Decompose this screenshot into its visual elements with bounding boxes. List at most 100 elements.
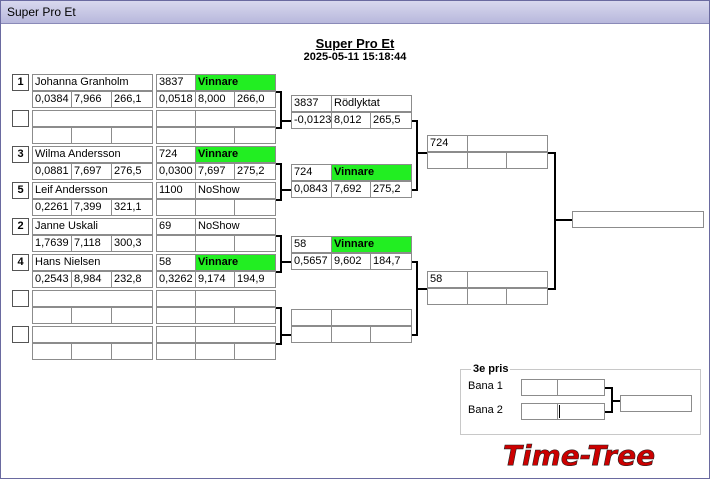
speed-2 — [234, 199, 276, 216]
bracket-connector — [276, 127, 282, 129]
entry-number[interactable] — [156, 110, 196, 127]
driver-name[interactable]: Leif Andersson — [32, 182, 153, 199]
speed: 276,5 — [111, 163, 153, 180]
lane-2-field-b[interactable] — [557, 403, 605, 420]
race-datetime: 2025-05-11 15:18:44 — [303, 51, 407, 63]
prize-connector — [605, 411, 612, 413]
seed-number[interactable] — [12, 110, 29, 127]
entry-number[interactable]: 1100 — [156, 182, 196, 199]
heat-result: NoShow — [195, 218, 276, 235]
elapsed-time: 8,984 — [71, 271, 112, 288]
bracket-connector — [417, 288, 427, 290]
entry-number[interactable]: 3837 — [291, 95, 332, 112]
reaction-time: 1,7639 — [32, 235, 72, 252]
reaction-time — [427, 152, 468, 169]
seed-number[interactable]: 1 — [12, 74, 29, 91]
heat-result: Vinnare — [195, 146, 276, 163]
logo-wordmark: Time-Tree — [503, 439, 655, 472]
prize-connector — [612, 400, 620, 402]
reaction-time-2: 0,0300 — [156, 163, 196, 180]
elapsed-time — [467, 152, 507, 169]
speed-2 — [234, 307, 276, 324]
reaction-time — [32, 127, 72, 144]
driver-name[interactable]: Wilma Andersson — [32, 146, 153, 163]
lane-1-field-a[interactable] — [521, 379, 558, 396]
reaction-time-2 — [156, 343, 196, 360]
heat-result: Vinnare — [195, 254, 276, 271]
elapsed-time — [71, 343, 112, 360]
entry-number[interactable]: 724 — [291, 164, 332, 181]
elapsed-time-2 — [195, 235, 235, 252]
driver-name[interactable]: Hans Nielsen — [32, 254, 153, 271]
elapsed-time — [71, 307, 112, 324]
seed-number[interactable]: 4 — [12, 254, 29, 271]
seed-number[interactable]: 3 — [12, 146, 29, 163]
bracket-connector — [416, 120, 418, 191]
entry-number[interactable] — [156, 290, 196, 307]
reaction-time: 0,0384 — [32, 91, 72, 108]
bracket-connector — [554, 152, 556, 290]
entry-number[interactable]: 69 — [156, 218, 196, 235]
bracket-connector — [281, 261, 291, 263]
entry-number[interactable]: 3837 — [156, 74, 196, 91]
reaction-time: 0,0843 — [291, 181, 332, 198]
seed-number[interactable] — [12, 326, 29, 343]
driver-name[interactable] — [32, 326, 153, 343]
entry-number[interactable]: 58 — [427, 271, 468, 288]
bracket-connector — [276, 199, 282, 201]
entry-number[interactable]: 58 — [291, 236, 332, 253]
elapsed-time: 8,012 — [331, 112, 371, 129]
driver-name[interactable] — [32, 290, 153, 307]
heat-result — [467, 271, 548, 288]
text-cursor — [559, 405, 560, 418]
seed-number[interactable] — [12, 290, 29, 307]
bracket-connector — [280, 307, 282, 345]
elapsed-time: 7,692 — [331, 181, 371, 198]
third-prize-result-field[interactable] — [620, 395, 692, 412]
entry-number[interactable]: 58 — [156, 254, 196, 271]
bracket-connector — [412, 189, 418, 191]
entry-number[interactable] — [156, 326, 196, 343]
heat-result: Vinnare — [331, 164, 412, 181]
seed-number[interactable]: 5 — [12, 182, 29, 199]
bracket-connector — [276, 343, 282, 345]
entry-number[interactable]: 724 — [156, 146, 196, 163]
elapsed-time: 9,602 — [331, 253, 371, 270]
driver-name[interactable]: Johanna Granholm — [32, 74, 153, 91]
bracket-connector — [417, 152, 427, 154]
speed-2: 266,0 — [234, 91, 276, 108]
heat-result: NoShow — [195, 182, 276, 199]
speed — [111, 307, 153, 324]
entry-number[interactable] — [291, 309, 332, 326]
heat-result: Rödlyktat — [331, 95, 412, 112]
bracket-connector — [281, 334, 291, 336]
elapsed-time: 7,966 — [71, 91, 112, 108]
driver-name[interactable] — [32, 110, 153, 127]
third-prize-title: 3e pris — [471, 363, 511, 375]
elapsed-time-2 — [195, 127, 235, 144]
entry-number[interactable]: 724 — [427, 135, 468, 152]
lane-2-label: Bana 2 — [468, 404, 503, 416]
speed — [370, 326, 412, 343]
lane-2-field-a[interactable] — [521, 403, 558, 420]
page-title: Super Pro Et — [315, 36, 395, 51]
bracket-connector — [276, 235, 282, 237]
lane-1-label: Bana 1 — [468, 380, 503, 392]
reaction-time-2 — [156, 199, 196, 216]
title-bar: Super Pro Et — [1, 1, 709, 24]
bracket-connector — [276, 91, 282, 93]
heat-result — [331, 309, 412, 326]
reaction-time: 0,0881 — [32, 163, 72, 180]
heat-result — [195, 290, 276, 307]
driver-name[interactable]: Janne Uskali — [32, 218, 153, 235]
final-result-field[interactable] — [572, 211, 704, 228]
speed-2 — [234, 343, 276, 360]
speed — [506, 288, 548, 305]
bracket-connector — [412, 120, 418, 122]
heat-result: Vinnare — [195, 74, 276, 91]
speed: 275,2 — [370, 181, 412, 198]
reaction-time: 0,2261 — [32, 199, 72, 216]
lane-1-field-b[interactable] — [557, 379, 605, 396]
bracket-connector — [412, 261, 418, 263]
seed-number[interactable]: 2 — [12, 218, 29, 235]
